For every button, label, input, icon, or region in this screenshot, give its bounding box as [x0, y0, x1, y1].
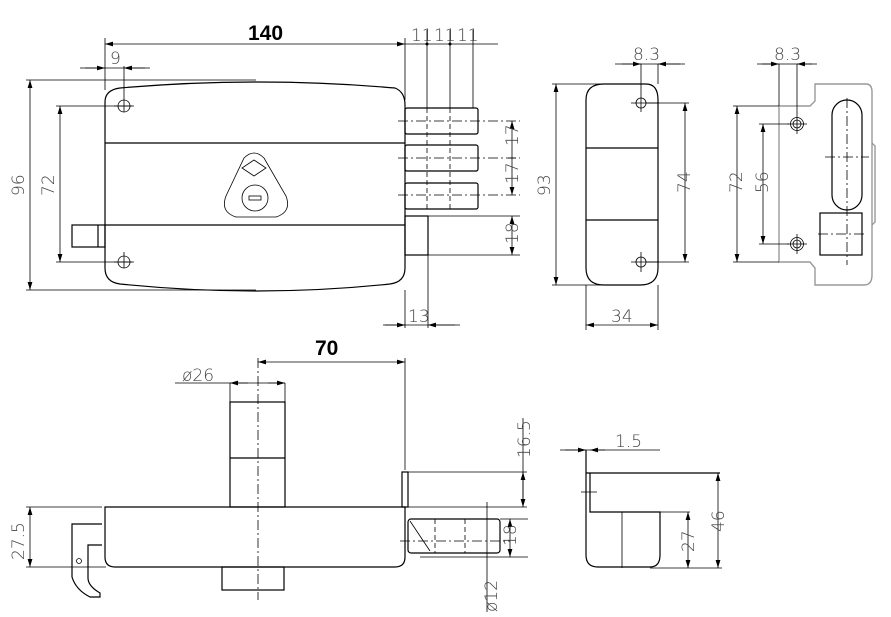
dim-cylinder-diameter: ø26	[182, 366, 214, 386]
lock-body	[104, 81, 406, 292]
mounting-hole	[787, 64, 807, 134]
cylinder	[229, 401, 286, 508]
dim-bolt-pitch: 17	[503, 162, 523, 184]
dim-deadbolt-height: 18	[503, 222, 523, 244]
dim-body-depth: 27.5	[9, 522, 29, 560]
dim-bolt-diameter: ø12	[482, 580, 502, 612]
strike-plate: 8.3 72 56	[727, 45, 876, 286]
dim-lip: 1.5	[615, 432, 642, 452]
latch-hook	[71, 523, 102, 598]
side-view: 8.3 93 74 34	[535, 45, 695, 330]
dim-bolt-pitch: 17	[503, 124, 523, 146]
strike-section: 1.5 46 27	[560, 432, 729, 569]
dim-hole-spacing: 74	[675, 171, 695, 193]
keyhole-escutcheon	[223, 152, 289, 218]
dim-hole-offset: 8.3	[774, 45, 801, 65]
mounting-hole	[114, 252, 134, 269]
dim-depth: 27	[679, 530, 699, 552]
bolts	[398, 107, 520, 210]
dim-height: 46	[709, 510, 729, 532]
deadbolt	[404, 215, 429, 256]
dim-cylinder-offset: 70	[315, 337, 338, 360]
dim-deadbolt-width: 13	[408, 307, 430, 327]
dim-height: 96	[9, 174, 29, 196]
brand-logo-icon	[241, 159, 267, 177]
dim-hole-offset: 9	[110, 49, 121, 69]
dim-flange-height: 16.5	[515, 420, 535, 458]
dim-height: 93	[535, 174, 555, 196]
dim-bolt-height: 18	[501, 524, 521, 546]
lock-side	[585, 83, 659, 286]
dim-outer-spacing: 72	[727, 171, 747, 193]
lock-body-bottom	[104, 506, 406, 568]
dim-bolt-spacing: 11	[457, 26, 479, 46]
dim-bolt-spacing: 11	[434, 26, 456, 46]
mounting-hole	[787, 234, 807, 254]
dim-bolt-spacing: 11	[411, 26, 433, 46]
mounting-hole	[114, 96, 134, 113]
dim-width: 140	[248, 22, 283, 45]
latch-tab	[71, 224, 106, 248]
bottom-bolt	[407, 518, 501, 554]
dim-hole-spacing: 72	[39, 174, 59, 196]
dim-hole-spacing: 56	[753, 171, 773, 193]
dim-hole-offset: 8.3	[633, 45, 660, 65]
bottom-view: 70 ø26 27.5 16.5 18 ø12	[9, 337, 535, 612]
dim-width: 34	[611, 307, 633, 327]
front-view: 140 11 11 11 9 96 72 17 17 18 13	[9, 22, 523, 328]
